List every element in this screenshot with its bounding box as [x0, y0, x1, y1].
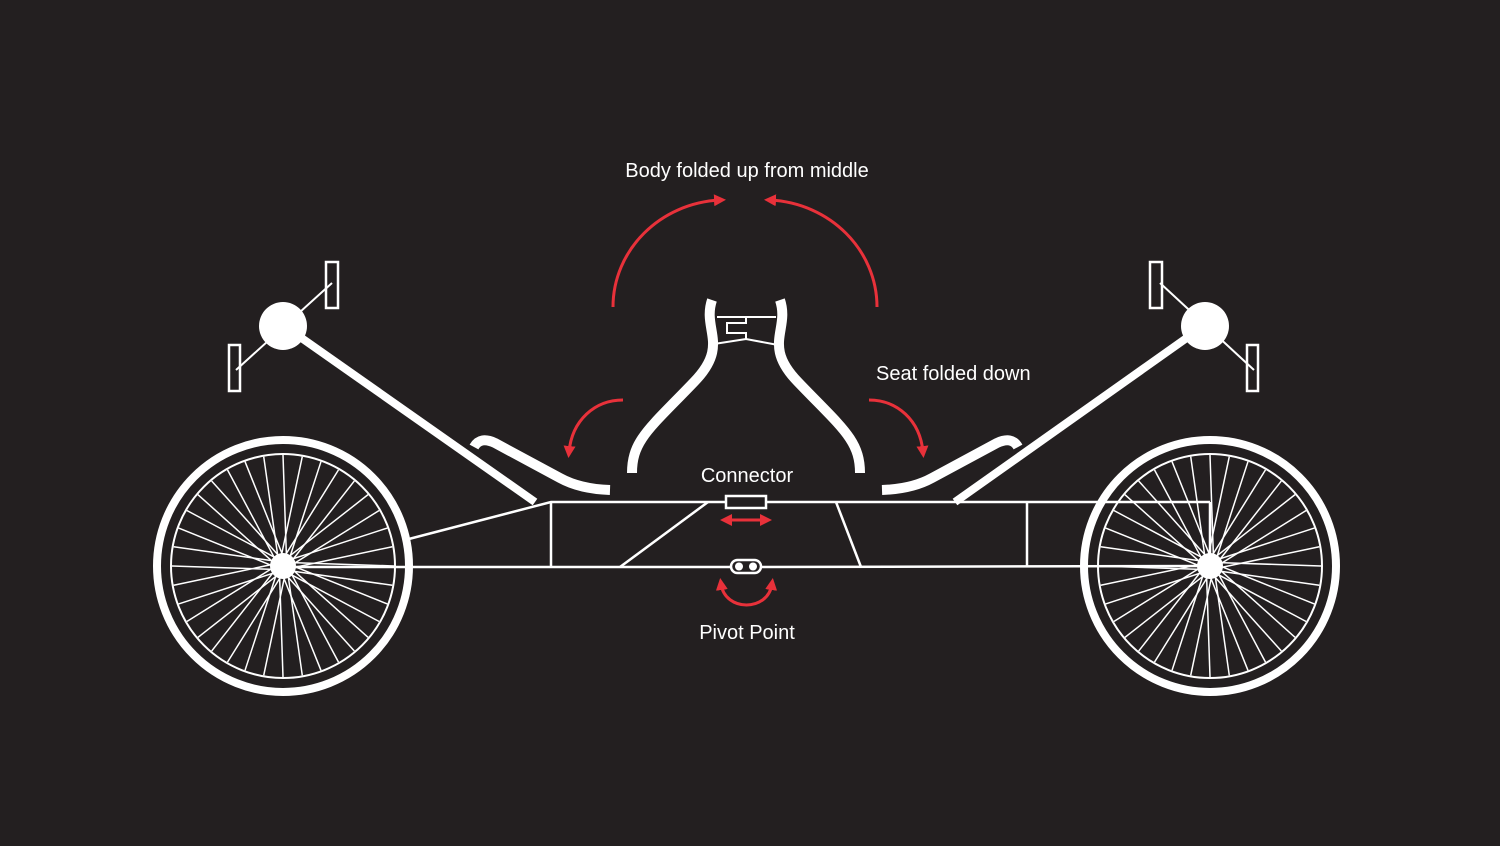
spoke [1211, 469, 1267, 557]
spoke [278, 575, 284, 678]
spoke [1113, 567, 1201, 623]
spoke [173, 563, 274, 587]
spoke [1124, 574, 1206, 638]
pedal-right-top [1148, 260, 1164, 310]
spoke [244, 573, 278, 671]
spoke [262, 575, 286, 676]
spoke [287, 494, 369, 558]
left-crank-assembly [227, 260, 538, 506]
spoke [1138, 570, 1202, 652]
spoke [1138, 480, 1208, 558]
spoke [1100, 563, 1201, 587]
spoke [173, 545, 275, 562]
seat-fold-label: Seat folded down [876, 363, 1031, 385]
spoke [1171, 461, 1211, 557]
connector-label: Connector [701, 465, 794, 487]
body-fold-arrow-right [764, 194, 879, 308]
spoke [1207, 456, 1231, 557]
spoke [1100, 545, 1202, 562]
spoke [197, 494, 275, 564]
seat-fold-arrow-right [868, 398, 929, 458]
body-left-half [627, 298, 718, 474]
pedal-left-bottom [227, 343, 242, 393]
spoke [1105, 571, 1203, 605]
pedal-left-top [324, 260, 340, 310]
rear-wheel-right [1080, 436, 1340, 696]
pivot-point-label: Pivot Point [699, 622, 795, 644]
spoke [289, 573, 380, 623]
spoke [1189, 575, 1213, 676]
pedal-right-bottom [1245, 343, 1260, 393]
spoke [1218, 480, 1282, 562]
spoke [1153, 575, 1209, 663]
spoke [292, 509, 380, 565]
frame [283, 500, 1212, 569]
spoke [1218, 568, 1296, 638]
spoke [291, 568, 369, 638]
spoke [1219, 509, 1307, 565]
spoke [1153, 469, 1203, 560]
spoke [1205, 575, 1211, 678]
spoke [1189, 456, 1206, 558]
body-fold-arrow-left [611, 194, 726, 308]
spoke [226, 469, 276, 560]
spoke [226, 575, 282, 663]
spoke [1113, 509, 1204, 559]
spoke [290, 527, 388, 561]
spoke [197, 574, 279, 638]
spoke [1214, 494, 1296, 558]
body-fold-label: Body folded up from middle [625, 160, 868, 182]
spoke [1219, 561, 1322, 567]
spoke [1219, 565, 1315, 605]
spoke [1209, 454, 1215, 557]
spoke [244, 461, 284, 557]
spoke [291, 570, 393, 587]
spoke [1218, 570, 1320, 587]
spoke [1209, 575, 1249, 671]
spoke [292, 545, 393, 569]
spoke [178, 571, 276, 605]
spoke [291, 480, 355, 562]
spoke [1217, 527, 1315, 561]
spoke [178, 527, 274, 567]
body-hinge-connector [713, 316, 779, 346]
spoke [290, 572, 340, 663]
spoke [282, 575, 322, 671]
spoke [288, 461, 322, 559]
spoke [186, 509, 277, 559]
spoke [262, 456, 279, 558]
spoke [292, 565, 388, 605]
spoke [285, 574, 355, 652]
body-right-half [774, 298, 865, 474]
spoke [280, 456, 304, 557]
spoke [1214, 574, 1231, 676]
connector-block [724, 494, 768, 510]
spoke [186, 567, 274, 623]
spoke [292, 561, 395, 567]
spoke [1217, 572, 1267, 663]
spoke [287, 574, 304, 676]
pivot-point-joint [729, 558, 763, 575]
spoke [1124, 494, 1202, 564]
pivot-rotate-arrow [715, 578, 778, 607]
spoke [211, 480, 281, 558]
spoke [211, 570, 275, 652]
spoke [1216, 573, 1307, 623]
seat-right [881, 435, 1023, 495]
spoke [171, 565, 274, 571]
spoke [1105, 527, 1201, 567]
spoke [1219, 545, 1320, 569]
spoke [1171, 573, 1205, 671]
spoke [282, 454, 288, 557]
seat-fold-arrow-left [563, 398, 624, 458]
right-crank-assembly [952, 260, 1260, 506]
spoke [284, 469, 340, 557]
seat-left [469, 435, 611, 495]
spoke [1215, 461, 1249, 559]
spoke [1212, 574, 1282, 652]
